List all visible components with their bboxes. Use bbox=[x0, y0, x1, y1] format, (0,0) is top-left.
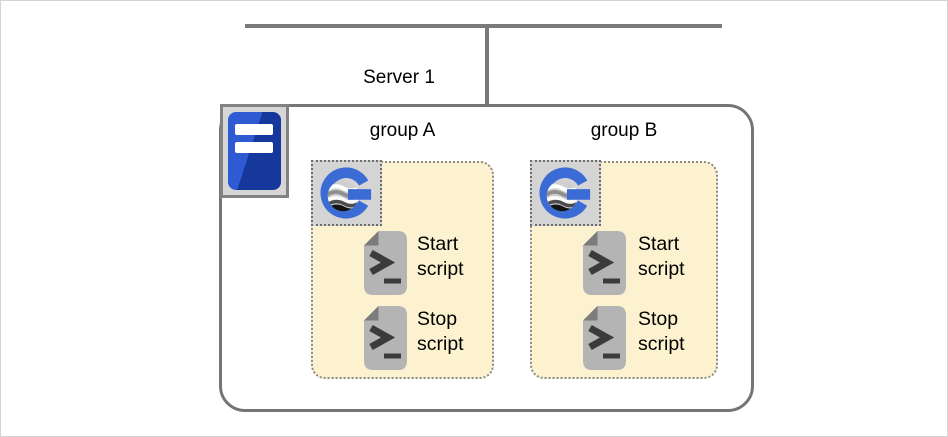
start-script-label: Start script bbox=[417, 233, 464, 280]
server-drop-line bbox=[485, 24, 489, 106]
script-file-icon bbox=[582, 230, 627, 296]
stop-script-label: Stop script bbox=[417, 308, 464, 355]
server-label: Server 1 bbox=[363, 67, 435, 88]
start-script-label: Start script bbox=[638, 233, 685, 280]
network-trunk-line bbox=[245, 24, 722, 28]
script-file-icon bbox=[363, 230, 408, 296]
g-logo-icon-svg bbox=[537, 166, 595, 220]
server-icon-slot-bar bbox=[235, 124, 273, 135]
server-icon-slot-bar bbox=[235, 142, 273, 153]
g-logo-icon-svg bbox=[318, 166, 376, 220]
server-icon-body bbox=[228, 112, 281, 190]
group-b-label: group B bbox=[590, 120, 658, 141]
script-file-icon bbox=[363, 305, 408, 371]
stop-script-label: Stop script bbox=[638, 308, 685, 355]
script-file-icon bbox=[582, 305, 627, 371]
g-logo-icon bbox=[311, 160, 382, 226]
server-icon bbox=[220, 104, 289, 198]
group-a-label: group A bbox=[369, 120, 436, 141]
g-logo-icon bbox=[530, 160, 601, 226]
